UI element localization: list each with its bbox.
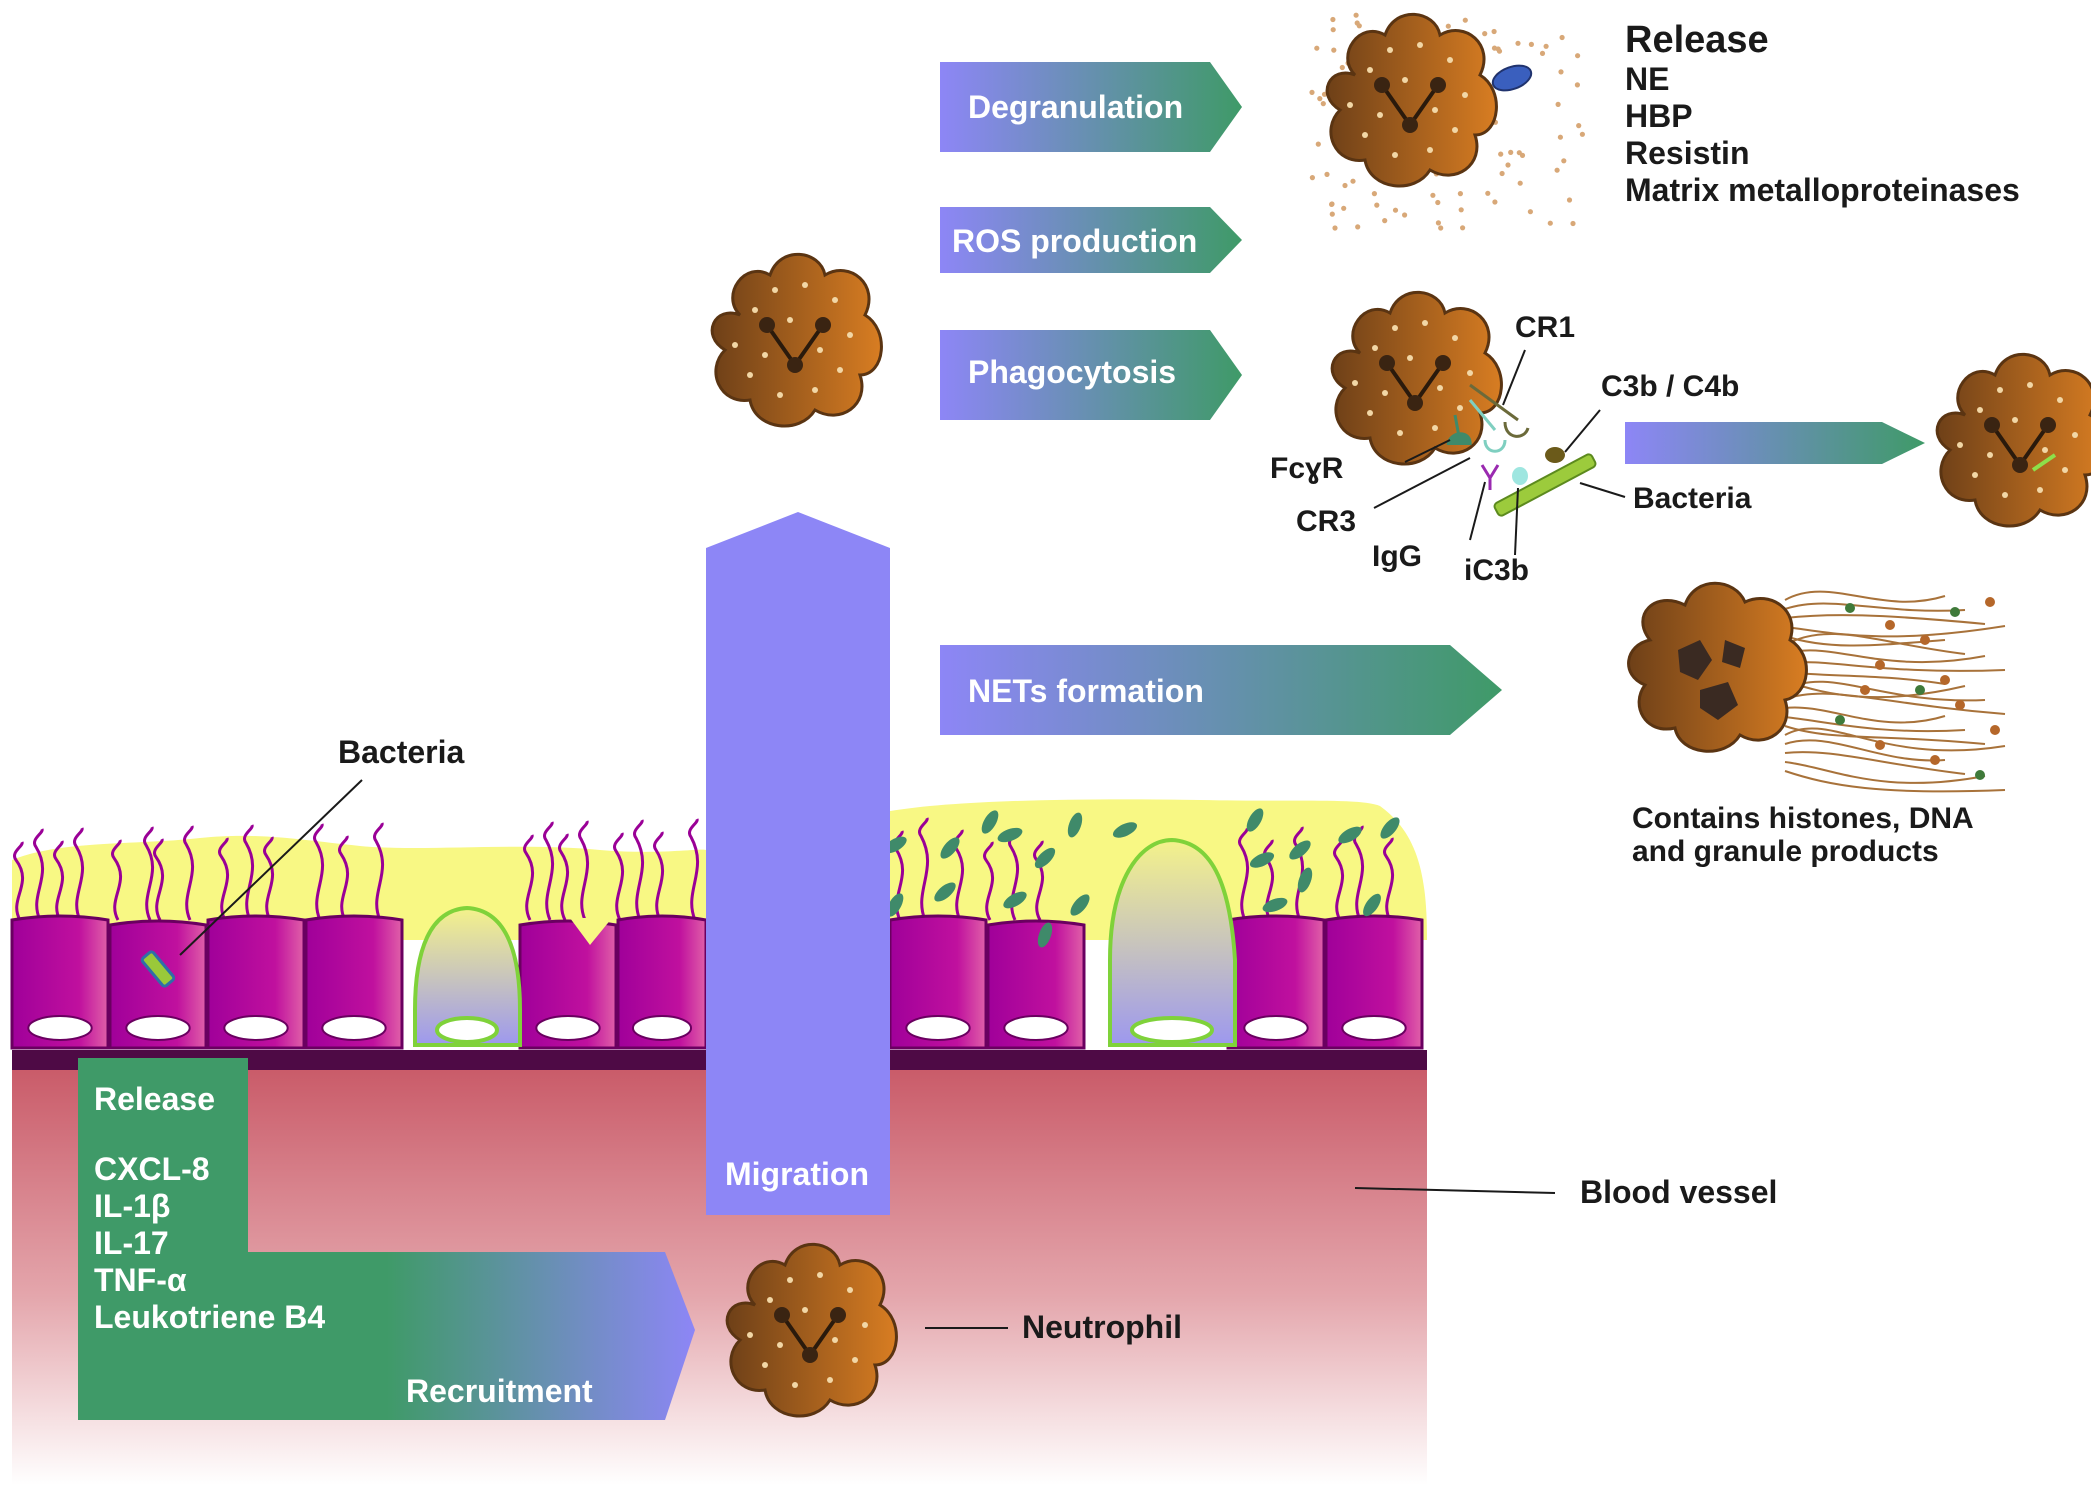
c3b-c4b-icon — [1545, 447, 1565, 463]
net-forming-neutrophil — [1627, 581, 1808, 753]
epithelial-cell — [986, 919, 1086, 1050]
cr3-label: CR3 — [1296, 505, 1356, 538]
neutrophil-label: Neutrophil — [1022, 1309, 1182, 1345]
epithelium — [10, 914, 1424, 1050]
goblet-cell — [1108, 837, 1237, 1047]
igg-label: IgG — [1372, 540, 1422, 573]
phagocytosis-label: Phagocytosis — [968, 354, 1176, 390]
c3b-c4b-label: C3b / C4b — [1601, 370, 1739, 403]
epithelial-cell — [888, 914, 988, 1050]
granule-icon — [1491, 64, 1533, 92]
ingestion-arrow — [1625, 422, 1925, 464]
neutrophil-with-ingested-bacterium — [1935, 352, 2091, 529]
phagocytosing-neutrophil — [1330, 290, 1504, 467]
ic3b-label: iC3b — [1464, 554, 1529, 587]
epithelial-cell — [304, 914, 404, 1050]
ros-production-arrow — [940, 207, 1242, 273]
degranulation-release-title: Release — [1625, 19, 1769, 61]
epithelial-cell — [10, 914, 110, 1050]
neutrophil-cell — [710, 252, 884, 429]
migration-arrow — [706, 512, 890, 1215]
epithelial-cell — [206, 914, 306, 1050]
epithelial-cell — [518, 919, 618, 1050]
bacteria-label: Bacteria — [338, 734, 465, 770]
nets-formation-arrow — [940, 645, 1502, 735]
release-item: IL-1β — [94, 1188, 170, 1224]
phagocytosis-arrow — [940, 330, 1242, 420]
release-item: CXCL-8 — [94, 1151, 210, 1187]
phagocytosis-leader-lines — [1373, 349, 1626, 556]
recruitment-label: Recruitment — [406, 1373, 593, 1409]
goblet-cell — [413, 905, 522, 1047]
nets-caption-line: Contains histones, DNA — [1632, 802, 1974, 835]
mucus-layer-left — [12, 835, 706, 940]
release-item: TNF-α — [94, 1262, 187, 1298]
cr1-label: CR1 — [1515, 311, 1575, 344]
nets-formation-label: NETs formation — [968, 673, 1204, 709]
migration-label: Migration — [725, 1156, 869, 1192]
release-title: Release — [94, 1081, 215, 1117]
degranulation-release-item: Resistin — [1625, 135, 1749, 171]
epithelial-cell — [1226, 914, 1326, 1050]
epithelial-cell — [108, 919, 208, 1050]
release-item: Leukotriene B4 — [94, 1299, 325, 1335]
degranulation-release-item: Matrix metalloproteinases — [1625, 172, 2020, 208]
intracellular-bacterium-icon — [140, 950, 176, 988]
receptors-icon — [1446, 383, 1530, 490]
epithelial-cell — [1324, 914, 1424, 1050]
nets-caption-line: and granule products — [1632, 835, 1939, 868]
ros-production-label: ROS production — [952, 223, 1197, 259]
degranulation-label: Degranulation — [968, 89, 1183, 125]
release-item: IL-17 — [94, 1225, 169, 1261]
blood-vessel-leader-line — [1354, 1187, 1556, 1194]
fcgr-label: FcɣR — [1270, 452, 1344, 485]
recruitment-arrow — [78, 1058, 695, 1420]
degranulation-release-item: HBP — [1625, 98, 1693, 134]
degranulation-arrow — [940, 62, 1242, 152]
blood-vessel-label: Blood vessel — [1580, 1174, 1777, 1210]
nets-fibers — [1784, 590, 2006, 793]
ic3b-icon — [1512, 467, 1528, 485]
bacteria-leader-line — [179, 779, 363, 956]
cilia — [13, 817, 1395, 921]
degranulation-release-item: NE — [1625, 61, 1669, 97]
epithelial-cell — [616, 914, 708, 1050]
phagocytosis-bacteria-label: Bacteria — [1633, 482, 1752, 515]
degranulating-neutrophil — [1325, 12, 1499, 189]
phagocytosed-bacterium-icon — [1493, 453, 1597, 517]
ingested-bacterium-icon — [2031, 453, 2057, 472]
